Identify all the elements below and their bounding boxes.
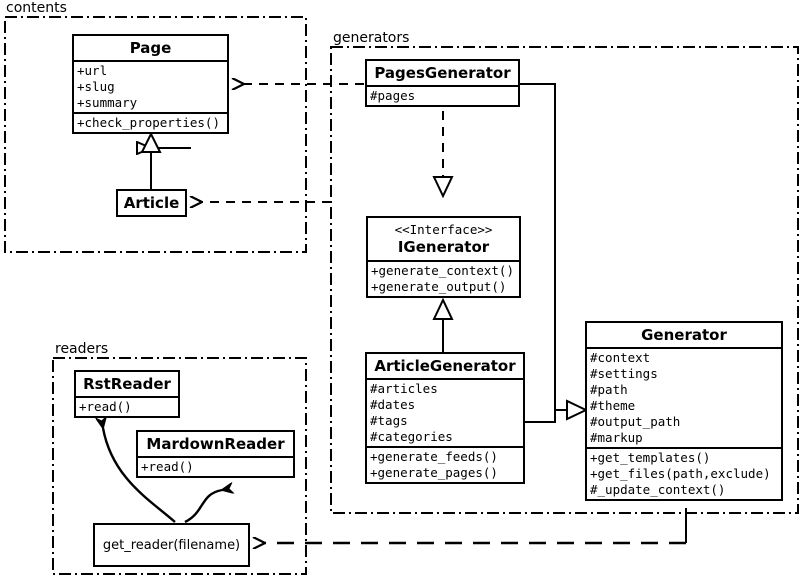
class-box-rstreader[interactable]: RstReader +read() — [74, 370, 180, 418]
method: +read() — [79, 399, 132, 414]
method: +generate_feeds() — [370, 449, 498, 464]
attribute: #categories — [370, 429, 453, 444]
attribute: +slug — [77, 79, 115, 94]
method: +read() — [141, 459, 194, 474]
function-label-get-reader: get_reader(filename) — [102, 537, 241, 553]
package-label-contents: contents — [4, 0, 69, 16]
class-box-igenerator[interactable]: <<Interface>> IGenerator +generate_conte… — [366, 216, 521, 298]
class-methods-rstreader: +read() — [76, 396, 178, 416]
relation-articlegenerator-extends-igenerator — [432, 297, 454, 356]
class-attributes-pagesgenerator: #pages — [367, 85, 518, 105]
package-border-readers — [52, 357, 307, 575]
relation-pagesgenerator-realizes-igenerator — [432, 111, 454, 199]
class-name-generator: Generator — [641, 326, 727, 344]
attribute: #output_path — [590, 414, 681, 429]
attribute: #settings — [590, 366, 658, 381]
method: +check_properties() — [77, 115, 220, 130]
method: #_update_context() — [590, 482, 726, 497]
class-name-rstreader: RstReader — [83, 375, 171, 393]
relation-article-extends-page — [140, 131, 162, 189]
package-border-contents — [4, 16, 307, 253]
method: +generate_output() — [371, 279, 507, 294]
package-border-generators — [330, 46, 799, 514]
relation-generators-extend-generator — [520, 83, 589, 423]
attribute: #pages — [370, 88, 416, 103]
method: +get_templates() — [590, 450, 711, 465]
class-box-page[interactable]: Page +url +slug +summary +check_properti… — [72, 34, 229, 134]
class-name-page: Page — [129, 39, 172, 57]
attribute: #theme — [590, 398, 636, 413]
method: +get_files(path,exclude) — [590, 466, 771, 481]
class-box-articlegenerator[interactable]: ArticleGenerator #articles #dates #tags … — [365, 352, 525, 484]
method: +generate_context() — [371, 263, 514, 278]
class-methods-mardownreader: +read() — [138, 456, 293, 476]
class-attributes-generator: #context #settings #path #theme #output_… — [587, 347, 781, 447]
class-methods-articlegenerator: +generate_feeds() +generate_pages() — [367, 446, 523, 482]
class-methods-igenerator: +generate_context() +generate_output() — [368, 260, 519, 296]
class-box-mardownreader[interactable]: MardownReader +read() — [136, 430, 295, 478]
relation-getreader-returns-mardownreader — [184, 490, 222, 524]
attribute: +url — [77, 63, 108, 78]
attribute: #context — [590, 350, 651, 365]
class-box-generator[interactable]: Generator #context #settings #path #them… — [585, 321, 783, 501]
attribute: #markup — [590, 430, 643, 445]
class-name-pagesgenerator: PagesGenerator — [374, 64, 511, 82]
class-name-igenerator: IGenerator — [397, 238, 490, 256]
package-label-readers: readers — [53, 341, 111, 357]
package-label-generators: generators — [331, 30, 412, 46]
class-box-article[interactable]: Article — [116, 189, 187, 217]
class-methods-generator: +get_templates() +get_files(path,exclude… — [587, 447, 781, 499]
class-name-articlegenerator: ArticleGenerator — [374, 357, 516, 375]
attribute: #dates — [370, 397, 416, 412]
attribute: #articles — [370, 381, 438, 396]
class-stereotype-igenerator: <<Interface>> — [394, 222, 493, 237]
class-name-mardownreader: MardownReader — [146, 435, 285, 453]
attribute: +summary — [77, 95, 138, 110]
class-attributes-articlegenerator: #articles #dates #tags #categories — [367, 378, 523, 446]
attribute: #path — [590, 382, 628, 397]
relation-getreader-returns-rstreader — [103, 428, 176, 523]
relation-generators-depends-getreader — [265, 508, 687, 543]
class-box-pagesgenerator[interactable]: PagesGenerator #pages — [365, 59, 520, 107]
class-attributes-page: +url +slug +summary — [74, 60, 227, 112]
class-methods-page: +check_properties() — [74, 112, 227, 132]
function-box-get-reader[interactable]: get_reader(filename) — [93, 523, 250, 567]
class-name-article: Article — [123, 194, 180, 212]
attribute: #tags — [370, 413, 408, 428]
method: +generate_pages() — [370, 465, 498, 480]
class-header-igenerator: <<Interface>> IGenerator — [368, 218, 519, 260]
